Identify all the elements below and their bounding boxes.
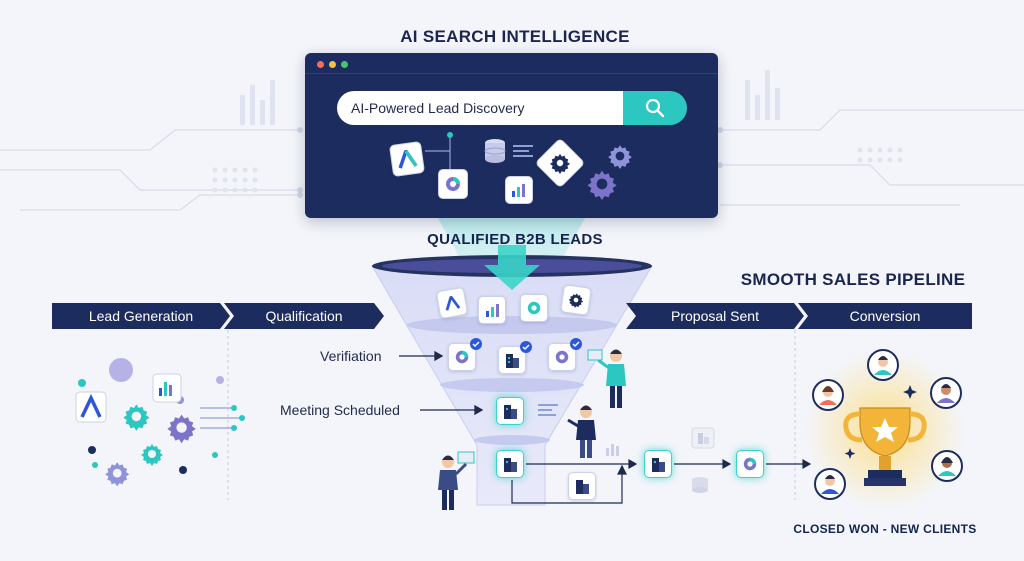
person-icon xyxy=(587,349,626,408)
connector-line xyxy=(425,132,453,169)
avatar xyxy=(867,349,899,381)
search-query: AI-Powered Lead Discovery xyxy=(351,100,525,116)
gear-card xyxy=(534,137,586,189)
building-icon xyxy=(568,472,596,500)
person-icon xyxy=(438,451,475,510)
text-lines-icon xyxy=(538,404,558,416)
step-verification: Verifiation xyxy=(320,348,382,364)
stage-proposal-sent[interactable]: Proposal Sent xyxy=(626,303,804,329)
pie-icon xyxy=(548,343,576,371)
logo-a-icon xyxy=(388,140,426,178)
building-icon xyxy=(644,450,672,478)
building-icon xyxy=(496,450,524,478)
leads-label: QUALIFIED B2B LEADS xyxy=(427,231,603,248)
gear-icon xyxy=(587,170,617,200)
person-icon xyxy=(567,405,596,458)
stage-label: Proposal Sent xyxy=(671,308,759,324)
search-icon xyxy=(645,98,665,118)
gear-icon xyxy=(560,284,592,316)
gear-icon xyxy=(123,404,150,431)
stage-lead-generation[interactable]: Lead Generation xyxy=(52,303,230,329)
text-lines-icon xyxy=(513,145,533,157)
main-title: AI SEARCH INTELLIGENCE xyxy=(400,27,630,46)
gear-icon xyxy=(105,462,130,487)
pie-icon xyxy=(736,450,764,478)
browser-window: AI-Powered Lead Discovery xyxy=(305,53,718,218)
pie-icon xyxy=(448,343,476,371)
window-divider xyxy=(305,73,718,74)
gear-icon xyxy=(141,444,163,466)
avatar xyxy=(930,377,962,409)
logo-a-icon xyxy=(435,286,469,320)
stage-label: Conversion xyxy=(849,308,921,324)
window-minimize-dot[interactable] xyxy=(329,61,336,68)
step-meeting-scheduled: Meeting Scheduled xyxy=(280,402,400,418)
avatar xyxy=(931,450,963,482)
pie-icon xyxy=(520,294,548,322)
avatar xyxy=(814,468,846,500)
search-button[interactable] xyxy=(623,91,687,125)
avatar xyxy=(812,379,844,411)
window-close-dot[interactable] xyxy=(317,61,324,68)
closed-label: CLOSED WON - NEW CLIENTS xyxy=(793,522,977,536)
chart-icon xyxy=(505,176,533,204)
gear-icon xyxy=(608,145,632,169)
stage-label: Lead Generation xyxy=(88,308,194,324)
gear-icon xyxy=(549,153,571,174)
gear-icon xyxy=(167,414,196,444)
stage-conversion[interactable]: Conversion xyxy=(798,303,972,329)
trophy-icon xyxy=(843,407,927,486)
pie-icon xyxy=(438,169,468,199)
window-maximize-dot[interactable] xyxy=(341,61,348,68)
pipeline-title: SMOOTH SALES PIPELINE xyxy=(740,270,966,289)
chart-icon xyxy=(478,296,506,324)
stage-label: Qualification xyxy=(265,308,343,324)
search-input[interactable]: AI-Powered Lead Discovery xyxy=(337,91,655,125)
database-icon xyxy=(484,139,506,163)
building-icon xyxy=(496,397,524,425)
stage-qualification[interactable]: Qualification xyxy=(224,303,384,329)
